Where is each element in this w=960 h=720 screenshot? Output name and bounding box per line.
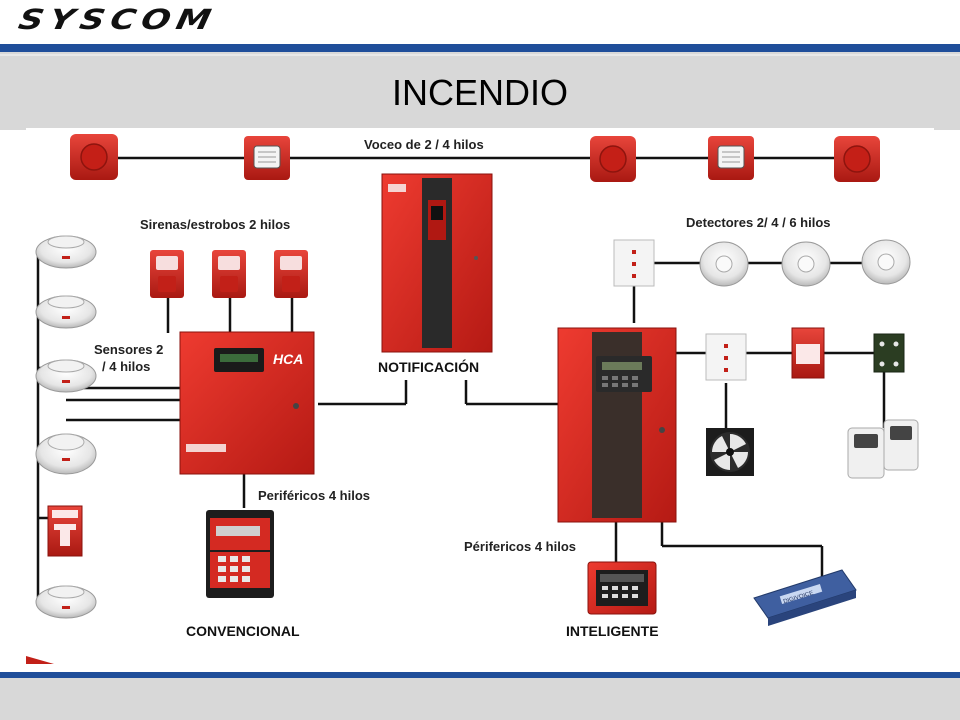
label-inteligente: INTELIGENTE — [566, 623, 659, 639]
conventional-keypad — [206, 510, 274, 598]
fire-system-diagram: Voceo de 2 / 4 hilos NOTIFICACIÓN — [26, 128, 934, 664]
syscom-logo: SYSCOM — [15, 3, 220, 37]
hca-brand: HCA — [273, 351, 303, 367]
detector-3 — [861, 239, 911, 285]
label-sirenas: Sirenas/estrobos 2 hilos — [140, 217, 290, 232]
heat-sensor-4 — [35, 433, 97, 475]
fire-alarm-pull-station — [791, 327, 825, 379]
corner-tab — [26, 656, 54, 664]
label-perifericos-int: Périfericos 4 hilos — [464, 539, 576, 554]
notification-panel — [381, 173, 493, 353]
label-perifericos-conv: Periféricos 4 hilos — [258, 488, 370, 503]
footer-rule — [0, 672, 960, 678]
smoke-sensor-1 — [35, 235, 97, 269]
footer-band — [0, 678, 960, 720]
beam-detector-1 — [847, 427, 885, 479]
label-notificacion: NOTIFICACIÓN — [378, 358, 479, 375]
intelligent-annunciator — [587, 561, 657, 615]
label-detectores: Detectores 2/ 4 / 6 hilos — [686, 215, 831, 230]
label-convencional: CONVENCIONAL — [186, 623, 300, 639]
smoke-sensor-3 — [35, 359, 97, 393]
label-voceo: Voceo de 2 / 4 hilos — [364, 137, 484, 152]
siren-strobe-1 — [150, 250, 184, 298]
horn-red-2 — [590, 136, 636, 182]
label-sensores-2: / 4 hilos — [102, 359, 150, 374]
label-sensores-1: Sensores 2 — [94, 342, 163, 357]
title-band — [0, 52, 960, 130]
intelligent-panel — [557, 327, 677, 523]
printer-device — [753, 569, 857, 626]
speaker-strobe-1 — [244, 136, 290, 180]
horn-red-3 — [834, 136, 880, 182]
diagram-canvas: Voceo de 2 / 4 hilos NOTIFICACIÓN — [26, 134, 919, 664]
detector-2 — [781, 241, 831, 287]
hca-conventional-panel — [179, 331, 315, 475]
beam-detector-2 — [883, 419, 919, 471]
detector-1 — [699, 241, 749, 287]
module-box-2 — [705, 333, 747, 381]
smoke-sensor-5 — [35, 585, 97, 619]
page-title: INCENDIO — [391, 72, 568, 113]
siren-strobe-2 — [212, 250, 246, 298]
manual-pull-station — [47, 505, 83, 557]
horn-red-1 — [70, 134, 118, 180]
io-module — [873, 333, 905, 373]
fan-icon — [706, 428, 754, 476]
siren-strobe-3 — [274, 250, 308, 298]
smoke-sensor-2 — [35, 295, 97, 329]
speaker-strobe-2 — [708, 136, 754, 180]
header-rule — [0, 44, 960, 52]
module-box-1 — [613, 239, 655, 287]
